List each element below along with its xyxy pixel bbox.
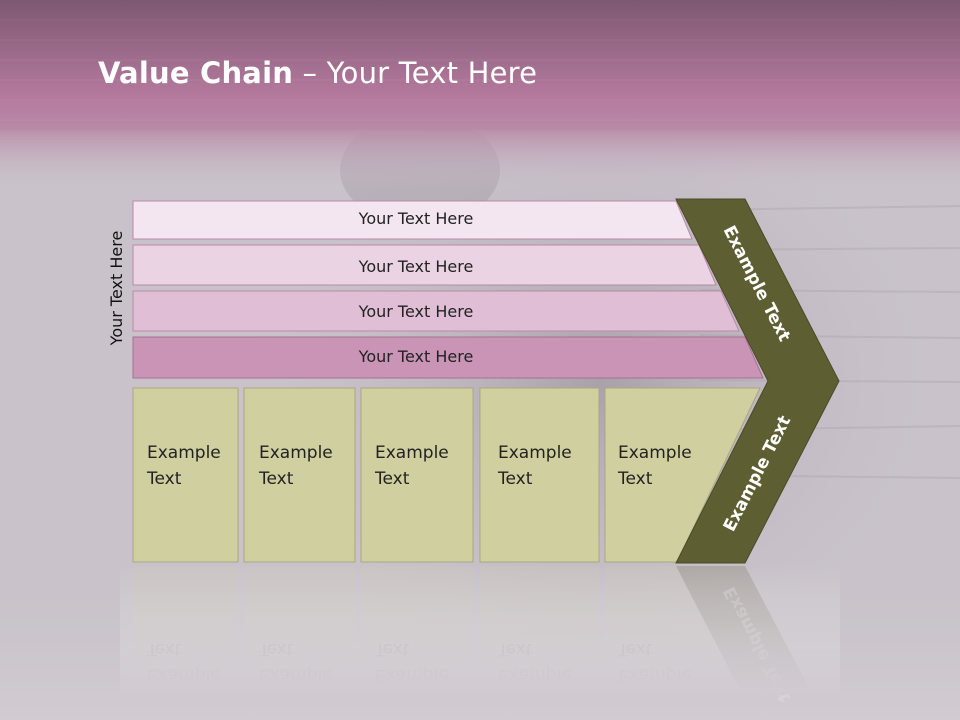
support-bar-shape bbox=[132, 244, 717, 286]
primary-column-line2: Text bbox=[258, 469, 294, 489]
primary-column-line2: Text bbox=[617, 469, 653, 489]
primary-column: Example Text bbox=[360, 387, 474, 563]
primary-column-box bbox=[243, 387, 356, 563]
title-rest: – Your Text Here bbox=[293, 56, 538, 90]
primary-column: Example Text bbox=[243, 387, 356, 563]
title-bold: Value Chain bbox=[98, 56, 294, 90]
primary-column-line2: Text bbox=[497, 469, 533, 489]
support-bar-label: Your Text Here bbox=[358, 347, 474, 366]
slide-title: Value Chain – Your Text Here bbox=[98, 56, 537, 90]
primary-column: Example Text bbox=[479, 387, 600, 563]
support-bar: Your Text Here bbox=[132, 336, 764, 379]
margin-chevron-shape bbox=[675, 198, 840, 564]
primary-column: Example Text bbox=[132, 387, 239, 563]
support-bar-label: Your Text Here bbox=[358, 257, 474, 276]
support-bar-label: Your Text Here bbox=[358, 302, 474, 321]
support-bar: Your Text Here bbox=[132, 200, 693, 240]
primary-column-line1: Example bbox=[618, 443, 692, 463]
primary-column-line1: Example bbox=[498, 443, 572, 463]
support-bar-shape bbox=[132, 290, 740, 332]
support-bar-label: Your Text Here bbox=[358, 209, 474, 228]
primary-column-box bbox=[479, 387, 600, 563]
primary-columns: Example Text Example Text Example Text E… bbox=[132, 387, 761, 563]
support-bars: Your Text Here Your Text Here Your Text … bbox=[132, 200, 764, 379]
support-bar-shape bbox=[132, 336, 764, 379]
primary-column-line2: Text bbox=[374, 469, 410, 489]
primary-column-box bbox=[132, 387, 239, 563]
primary-column-line1: Example bbox=[259, 443, 333, 463]
support-bar: Your Text Here bbox=[132, 290, 740, 332]
primary-column-line1: Example bbox=[147, 443, 221, 463]
support-bar-shape bbox=[132, 200, 693, 240]
primary-column-box bbox=[360, 387, 474, 563]
diagram-reflection: Example Text Example Text Example Text E… bbox=[120, 564, 840, 705]
primary-column-line1: Example bbox=[375, 443, 449, 463]
primary-column-line2: Text bbox=[146, 469, 182, 489]
support-bar: Your Text Here bbox=[132, 244, 717, 286]
